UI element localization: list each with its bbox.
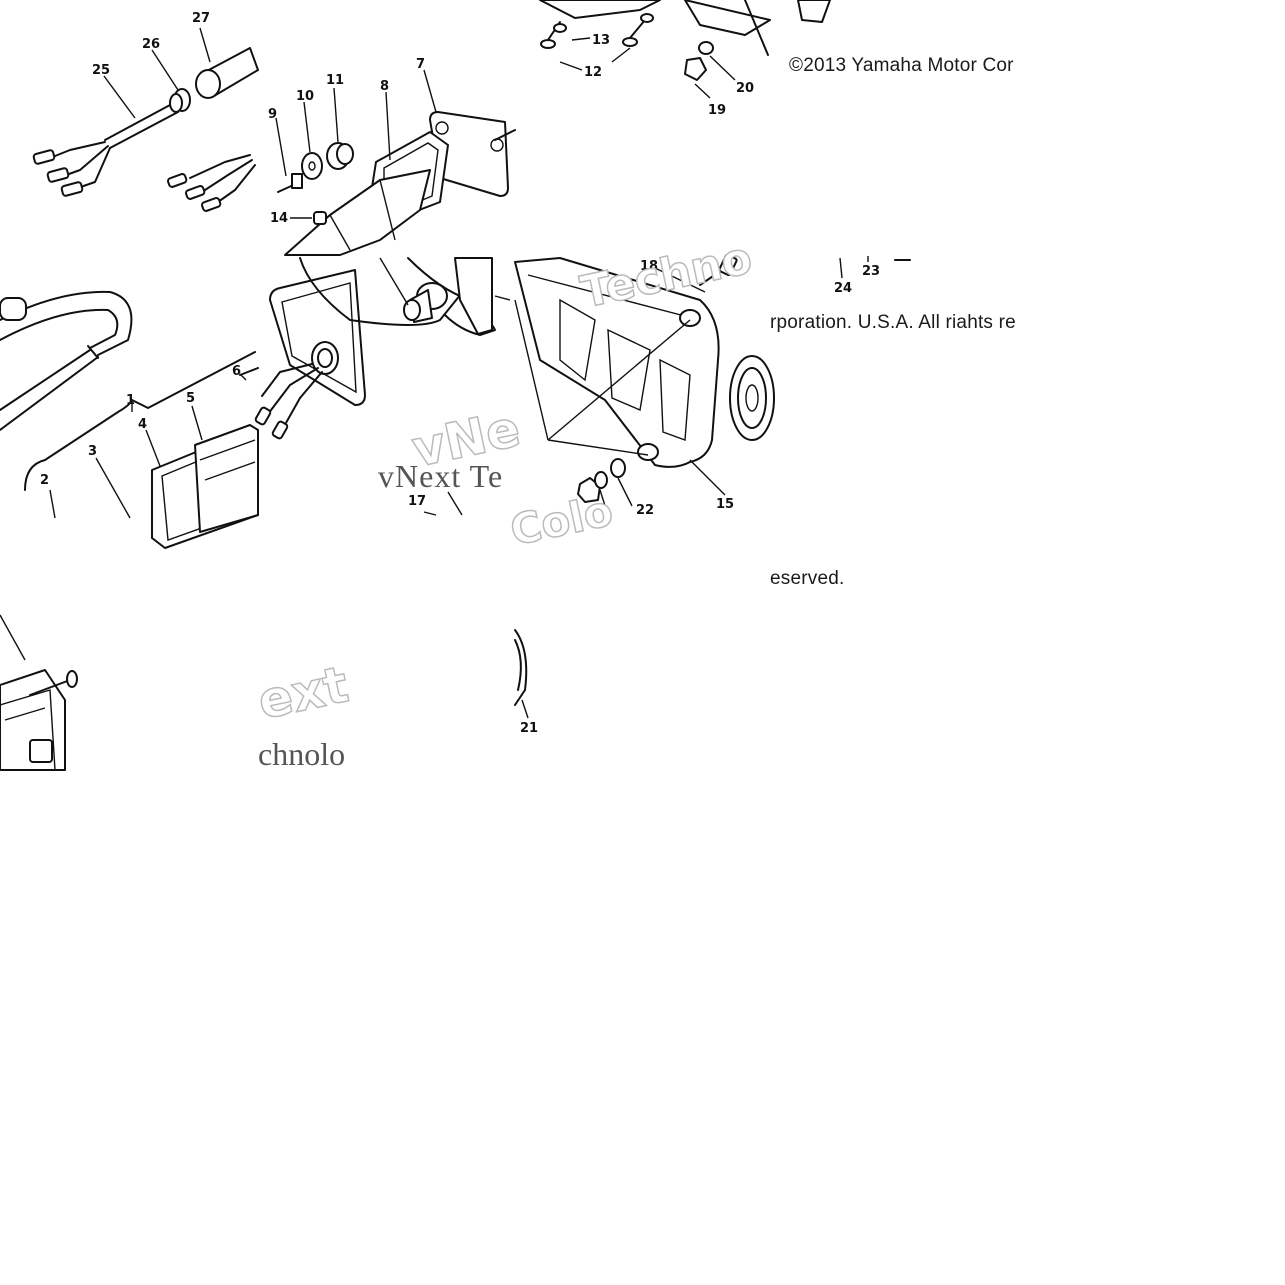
cable-loop	[0, 290, 133, 431]
callout-9: 9	[268, 107, 277, 122]
license-bracket-15	[423, 253, 911, 719]
callout-13: 13	[592, 33, 610, 48]
callout-15: 15	[716, 497, 734, 512]
callout-26: 26	[142, 37, 160, 52]
callout-7: 7	[416, 57, 425, 72]
callout-18: 18	[640, 259, 658, 274]
callout-numbers: 27 26 25 7 8 11 10 9 14 13 12 20 19 18 2…	[40, 11, 880, 736]
copyright-line-1: ©2013 Yamaha Motor Cor	[789, 55, 1014, 76]
callout-10: 10	[296, 89, 314, 104]
callout-20: 20	[736, 81, 754, 96]
watermark-text-1: vNext Te	[378, 458, 504, 494]
tail-lamp-assembly	[0, 351, 259, 771]
harness-assembly	[32, 27, 259, 212]
callout-5: 5	[186, 391, 195, 406]
callout-19: 19	[708, 103, 726, 118]
part-27-cylinder	[195, 47, 259, 99]
callout-23: 23	[862, 264, 880, 279]
callout-8: 8	[380, 79, 389, 94]
copyright-line-2: rporation. U.S.A. All riahts re	[770, 312, 1016, 333]
callout-24: 24	[834, 281, 852, 296]
watermark-text-2: chnolo	[258, 736, 346, 772]
callout-11: 11	[326, 73, 344, 88]
callout-27: 27	[192, 11, 210, 26]
callout-2: 2	[40, 473, 49, 488]
callout-3: 3	[88, 444, 97, 459]
callout-12: 12	[584, 65, 602, 80]
callout-22: 22	[636, 503, 654, 518]
part-26-grommet	[169, 88, 191, 113]
callout-1: 1	[126, 393, 135, 408]
lamp-bracket	[275, 69, 516, 256]
callout-25: 25	[92, 63, 110, 78]
upper-right-parts	[539, 0, 831, 99]
lamp-socket	[254, 257, 511, 440]
callout-4: 4	[138, 417, 147, 432]
callout-6: 6	[232, 364, 241, 379]
callout-14: 14	[270, 211, 288, 226]
callout-21: 21	[520, 721, 538, 736]
callout-17: 17	[408, 494, 426, 509]
copyright-line-3: eserved.	[770, 568, 845, 589]
